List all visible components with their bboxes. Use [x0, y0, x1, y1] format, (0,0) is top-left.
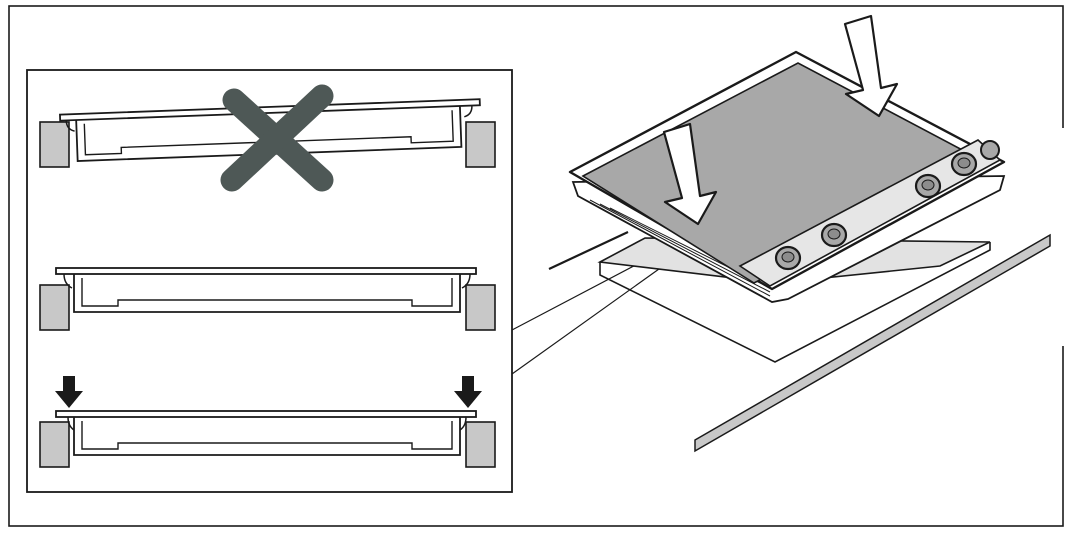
- control-knobs: [774, 140, 1000, 271]
- hob-section-seated: [55, 410, 477, 456]
- knob-icon: [950, 151, 978, 177]
- panel-incorrect: [39, 84, 496, 192]
- worktop-left: [39, 284, 70, 331]
- cross-icon: [220, 84, 334, 192]
- worktop-left: [39, 421, 70, 468]
- knob-icon: [774, 245, 802, 271]
- inset-box: [26, 69, 513, 493]
- knob-icon: [820, 222, 848, 248]
- hob: [568, 14, 1006, 303]
- down-arrow-icon: [662, 122, 718, 226]
- worktop-right: [465, 284, 496, 331]
- down-arrow-icon: [454, 376, 482, 408]
- main-view: [548, 14, 1051, 453]
- down-arrow-icon: [843, 14, 899, 118]
- panel-pressed: [39, 376, 496, 468]
- worktop-right: [465, 121, 496, 168]
- frame-gap: [1059, 128, 1067, 346]
- worktop-edge-line: [548, 231, 629, 270]
- down-arrow-icon: [55, 376, 83, 408]
- worktop-right: [465, 421, 496, 468]
- panel-lowered: [39, 267, 496, 331]
- worktop-front-edge: [694, 233, 1051, 453]
- knob-icon: [980, 140, 1000, 160]
- worktop-left: [39, 121, 70, 168]
- hob-section-level: [55, 267, 477, 313]
- knob-icon: [914, 173, 942, 199]
